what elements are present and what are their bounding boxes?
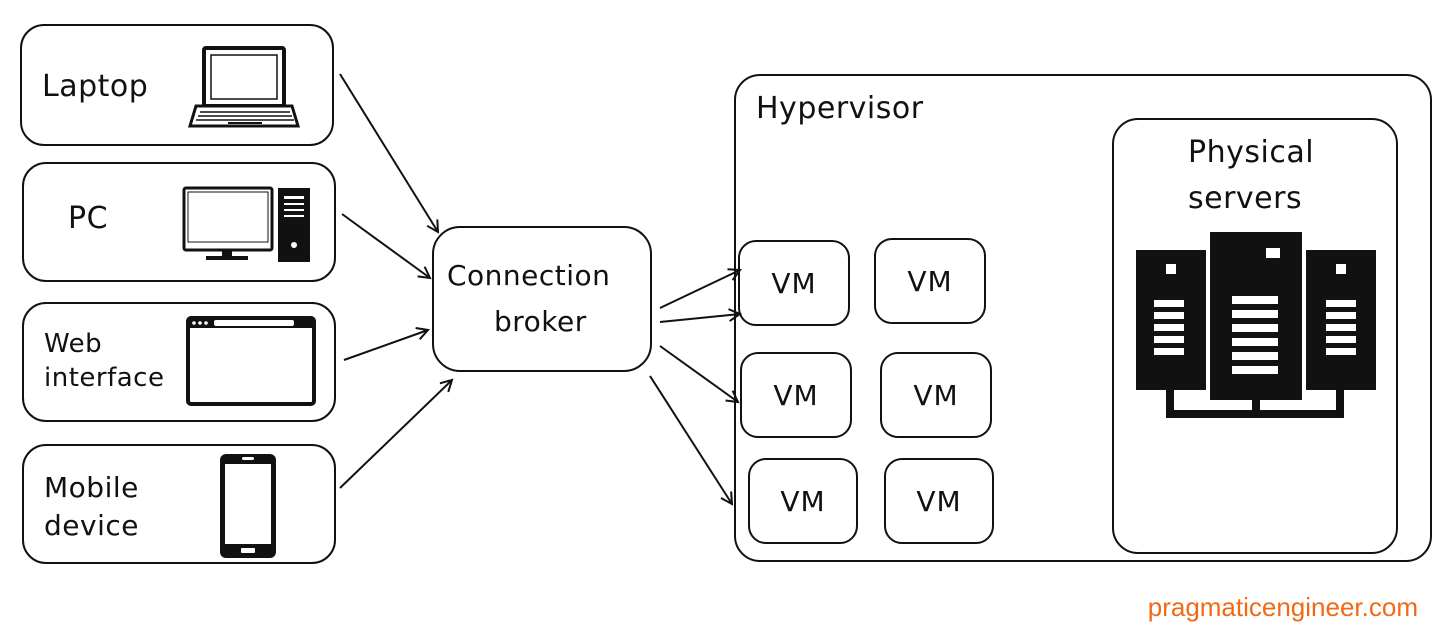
mobile-device-label-line1: Mobile [44,471,139,504]
vm-box: VM [884,458,994,544]
arrow-pc-to-broker [341,213,430,278]
vm-label: VM [916,484,962,518]
arrow-laptop-to-broker [339,73,438,232]
connection-broker-label-line1: Connection [447,259,611,292]
physical-servers-label-line2: servers [1188,181,1303,216]
arrow-broker-to-vm [659,270,740,309]
desktop-pc-icon [182,186,310,262]
server-rack-icon [1136,232,1376,418]
web-interface-label-line2: interface [44,363,165,393]
arrow-broker-to-vm [659,314,740,323]
vm-label: VM [907,264,953,298]
vm-box: VM [738,240,850,326]
mobile-device-box [22,444,336,564]
mobile-phone-icon [220,454,276,558]
arrow-broker-to-vm [649,375,732,504]
arrow-web-to-broker [343,330,428,361]
pc-label: PC [68,201,109,236]
connection-broker-box [432,226,652,372]
laptop-label: Laptop [42,69,149,104]
vm-box: VM [874,238,986,324]
credit-link[interactable]: pragmaticengineer.com [1147,592,1418,622]
web-interface-label-line1: Web [44,329,103,359]
vm-label: VM [780,484,826,518]
vm-label: VM [913,378,959,412]
mobile-device-label-line2: device [44,509,139,542]
connection-broker-label-line2: broker [494,305,587,338]
vm-box: VM [740,352,852,438]
vm-box: VM [880,352,992,438]
hypervisor-title: Hypervisor [756,91,924,126]
vm-box: VM [748,458,858,544]
vm-label: VM [771,266,817,300]
device-arrows [339,73,452,489]
vm-arrows [649,270,740,504]
physical-servers-label-line1: Physical [1188,135,1315,170]
arrow-broker-to-vm [659,345,738,402]
laptop-icon [187,46,301,128]
vm-label: VM [773,378,819,412]
arrow-mobile-to-broker [339,380,452,489]
browser-window-icon [186,316,316,406]
